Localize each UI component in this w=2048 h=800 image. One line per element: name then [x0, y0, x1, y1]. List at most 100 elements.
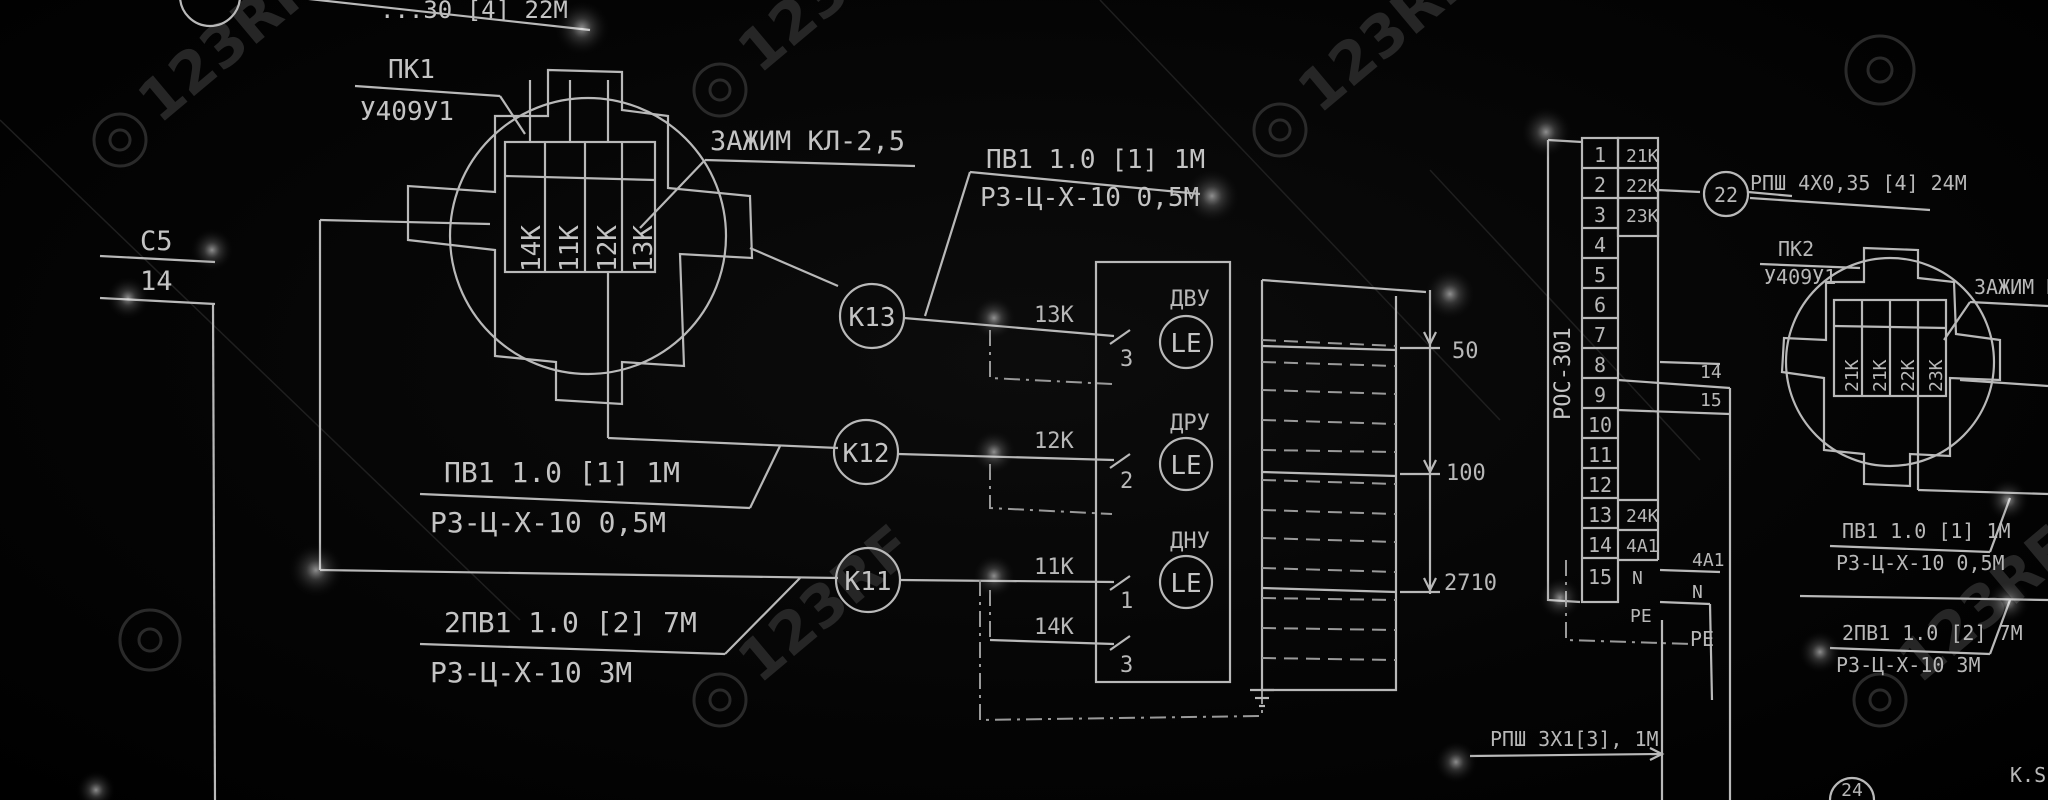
sensor-box	[1094, 260, 1232, 684]
sensor-pin-bottom: 3	[1120, 653, 1133, 678]
mid-block: ПВ1 1.0 [1] 1M РЗ-Ц-Х-10 0,5M K13 K12 K1…	[832, 145, 1497, 722]
junction-box-pk2	[1780, 246, 2002, 488]
watermark-icon	[1844, 34, 1916, 106]
node-k13: K13	[838, 282, 906, 350]
clamp2-label: ЗАЖИМ К	[1974, 275, 2048, 299]
side-label: 15	[1700, 390, 1722, 411]
row-tag: 24K	[1626, 506, 1659, 527]
right-block: РОС-301 1 2 3 4 5 6 7	[1469, 136, 2048, 800]
row-number: 1	[1594, 143, 1606, 167]
watermark-text: 123RF	[725, 0, 926, 86]
row-number: 3	[1594, 203, 1606, 227]
node-22: 22	[1702, 170, 1750, 218]
watermark-text: 123RF	[1285, 0, 1486, 126]
watermark-icon: 123RF	[692, 0, 926, 118]
corner-label: K.S	[2010, 763, 2046, 787]
wire-label: 13K	[1034, 303, 1074, 328]
row-number: 11	[1588, 443, 1612, 467]
node-k11: K11	[834, 546, 902, 614]
row-number: 10	[1588, 413, 1612, 437]
row-number: 2	[1594, 173, 1606, 197]
row-number: 7	[1594, 323, 1606, 347]
side-label: N	[1692, 582, 1703, 603]
row-number: 12	[1588, 473, 1612, 497]
level-dimension: 50 100 2710	[1400, 290, 1497, 596]
side-label: 4A1	[1692, 550, 1725, 571]
cable-rpsh: РПШ 4X0,35 [4] 24M	[1750, 171, 1967, 195]
side-label: 14	[1700, 362, 1722, 383]
tank	[1250, 278, 1427, 708]
tag-column-top	[1616, 136, 1660, 238]
terminal-label: 13K	[629, 225, 659, 272]
sensor-dvu: ДВУ LE 3	[1109, 287, 1214, 372]
cable1-line1: ПВ1 1.0 [1] 1M	[444, 456, 680, 489]
watermark-text: 123RF	[725, 512, 926, 696]
terminal-label: 12K	[593, 225, 623, 272]
wire-label: 14K	[1034, 615, 1074, 640]
sensor-pin: 3	[1120, 347, 1133, 372]
sensor-symbol: LE	[1170, 329, 1201, 359]
watermark-icon: 123RF	[692, 512, 926, 728]
sensor-dru: ДРУ LE 2	[1109, 411, 1214, 494]
node-label: K11	[845, 567, 892, 597]
sensor-tag: ДНУ	[1170, 529, 1210, 554]
sensor-pin: 2	[1120, 469, 1133, 494]
node-24-label: 24	[1841, 780, 1863, 800]
sensor-dnu: ДНУ LE 1	[1109, 529, 1214, 614]
level-value: 50	[1452, 339, 1479, 364]
row-number: 8	[1594, 353, 1606, 377]
node-label: K13	[849, 303, 896, 333]
wire-label: 11K	[1034, 555, 1074, 580]
row-tag: 21K	[1626, 146, 1659, 167]
pk2-model: У409У1	[1764, 265, 1836, 289]
sensor-tag: ДВУ	[1170, 287, 1210, 312]
terminal-row-numbers: 1 2 3 4 5 6 7 8 9 10 11 12 13 14 15	[1588, 143, 1612, 589]
row-number: 5	[1594, 263, 1606, 287]
wire-label: 12K	[1034, 429, 1074, 454]
node-k12: K12	[832, 418, 900, 486]
pk1-label: ПК1	[388, 55, 435, 85]
row-number: 6	[1594, 293, 1606, 317]
cable2-line1: 2ПВ1 1.0 [2] 7M	[444, 606, 697, 639]
terminal2-label: 21K	[1870, 359, 1891, 392]
watermark-text: 123RF	[125, 0, 326, 136]
terminal-label: 14K	[517, 225, 547, 272]
glow-flares	[76, 0, 2030, 800]
terminal2-label: 21K	[1842, 359, 1863, 392]
cable3-line2: РЗ-Ц-Х-10 0,5M	[1836, 551, 2005, 575]
row-number: 15	[1588, 565, 1612, 589]
terminal-strip-pk1	[503, 80, 657, 274]
left-block: ...30 [4] 22M ПК1 У409У1 14K 11K 12K 13K…	[99, 0, 916, 800]
cable4-line2: РЗ-Ц-Х-10 3M	[1836, 653, 1981, 677]
node-label: K12	[843, 439, 890, 469]
cable-top-line1: ПВ1 1.0 [1] 1M	[986, 145, 1205, 175]
node-label: 22	[1714, 183, 1738, 207]
clamp-label: ЗАЖИМ КЛ-2,5	[710, 126, 905, 157]
cable2-line2: РЗ-Ц-Х-10 3M	[430, 656, 632, 689]
sensor-pin: 1	[1120, 589, 1133, 614]
cable4-line1: 2ПВ1 1.0 [2] 7M	[1842, 621, 2023, 645]
panel-label: РОС-301	[1551, 327, 1576, 420]
watermark-icon: 123RF	[92, 0, 326, 168]
row-number: 4	[1594, 233, 1606, 257]
row-tag: 23K	[1626, 206, 1659, 227]
watermark-icon: 123RF	[1252, 0, 1486, 158]
terminal-label: 11K	[555, 225, 585, 272]
row-number: 9	[1594, 383, 1606, 407]
level-value: 2710	[1444, 571, 1497, 596]
row-number: 13	[1588, 503, 1612, 527]
row-tag: 22K	[1626, 176, 1659, 197]
sensor-symbol: LE	[1170, 569, 1201, 599]
row-number: 14	[1588, 533, 1612, 557]
sensor-tag: ДРУ	[1170, 411, 1210, 436]
cable1-line2: РЗ-Ц-Х-10 0,5M	[430, 506, 666, 539]
junction-box-pk1	[406, 68, 754, 406]
top-cut-label: ...30 [4] 22M	[380, 0, 568, 24]
sensor-symbol: LE	[1170, 451, 1201, 481]
pe-label: PE	[1630, 606, 1652, 627]
pk1-model: У409У1	[360, 97, 454, 127]
pk2-label: ПК2	[1778, 237, 1814, 261]
node-24	[1828, 776, 1876, 800]
row-tag: 4A1	[1626, 536, 1659, 557]
